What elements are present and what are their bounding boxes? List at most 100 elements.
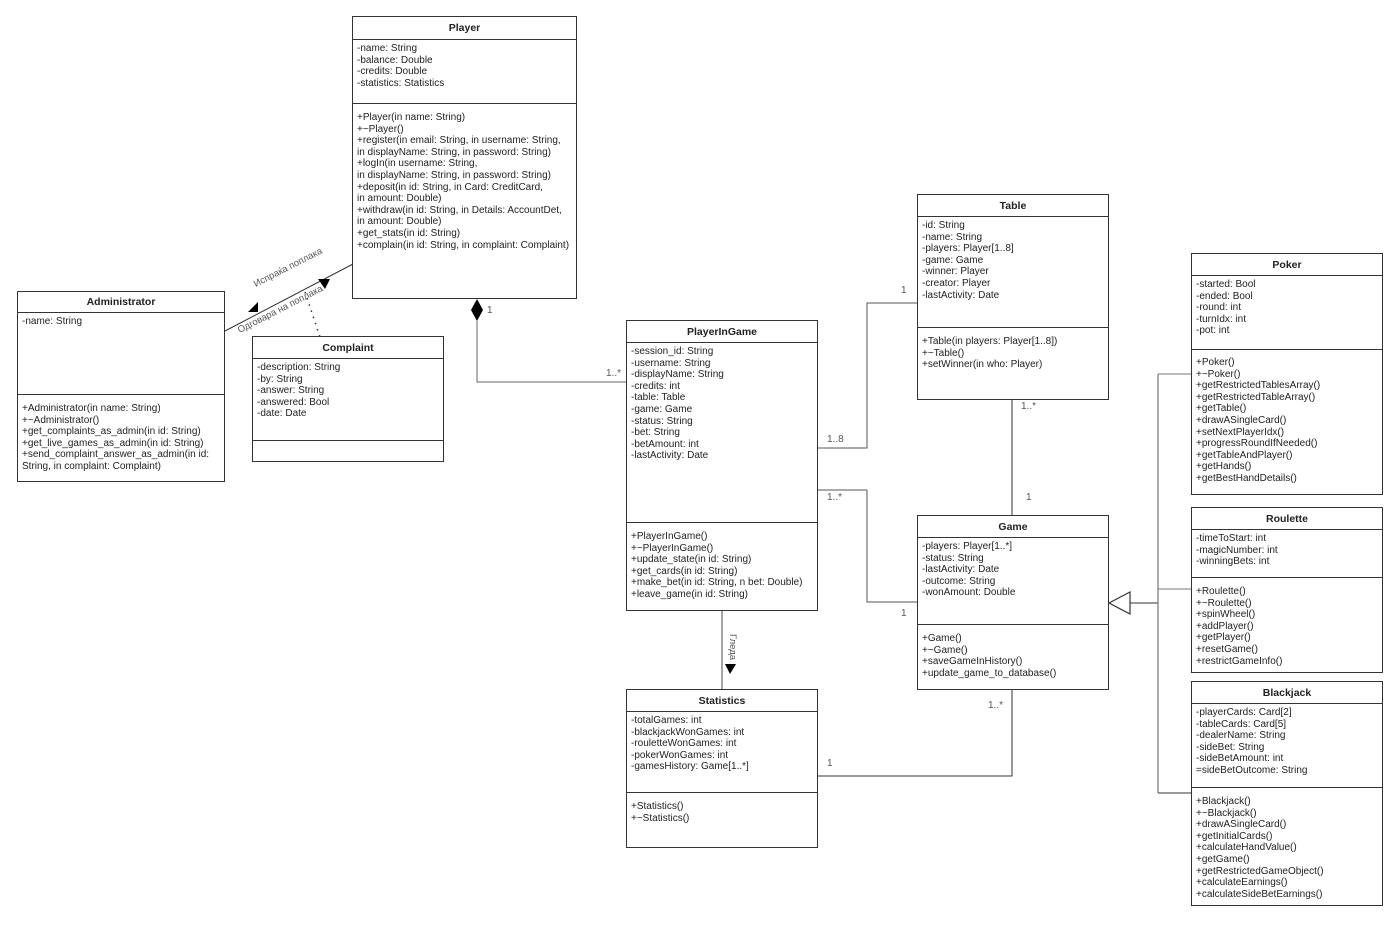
class-operation: +getTable() [1196,403,1247,415]
class-operation: +calculateEarnings() [1196,877,1288,889]
class-title: PlayerInGame [627,321,817,343]
class-title: Blackjack [1192,682,1382,704]
class-attribute: -answer: String [257,385,325,397]
class-statistics[interactable]: Statistics -totalGames: int-blackjackWon… [626,689,818,848]
class-operation: +getBestHandDetails() [1196,472,1297,484]
class-operation: +get_live_games_as_admin(in id: String) [22,437,204,449]
class-attributes: -timeToStart: int-magicNumber: int-winni… [1192,530,1382,578]
class-title: Poker [1192,254,1382,276]
composition-diamond-icon [471,299,483,321]
class-attribute: =sideBetOutcome: String [1196,764,1308,776]
class-attribute: -by: String [257,373,303,385]
class-table[interactable]: Table -id: String-name: String-players: … [917,194,1109,400]
class-title: Player [353,17,576,40]
class-attribute: -name: String [22,316,83,327]
class-operations: +Blackjack()+~Blackjack()+drawASingleCar… [1192,788,1382,903]
class-attribute: -status: String [922,552,984,564]
class-attribute: -credits: Double [357,66,428,78]
complaint-dependency [304,291,321,338]
class-operation: +getGame() [1196,853,1250,865]
class-attribute: -winner: Player [922,266,989,278]
class-operation: in displayName: String, in password: Str… [357,146,551,158]
class-operation: +~Table() [922,347,965,359]
class-operation: +update_state(in id: String) [631,554,752,566]
class-operation: +~Player() [357,123,404,135]
class-operation: +Roulette() [1196,586,1246,597]
multiplicity-label: 1..* [988,700,1004,711]
class-attributes: -session_id: String-username: String-dis… [627,343,817,523]
class-game[interactable]: Game -players: Player[1..*]-status: Stri… [917,515,1109,690]
class-operation: +drawASingleCard() [1196,414,1287,426]
class-attribute: -answered: Bool [257,396,330,408]
class-operation: +register(in email: String, in username:… [357,135,561,147]
class-operation: +getTableAndPlayer() [1196,449,1293,461]
class-attribute: -lastActivity: Date [631,450,709,462]
class-operation: +resetGame() [1196,643,1258,655]
class-administrator[interactable]: Administrator -name: String +Administrat… [17,291,225,482]
association-label-views: Гледа [727,634,738,661]
class-attributes: -playerCards: Card[2]-tableCards: Card[5… [1192,704,1382,788]
class-operation: +Administrator(in name: String) [22,403,161,414]
class-attribute: -displayName: String [631,369,724,381]
class-attribute: -date: Date [257,408,307,420]
class-operation: +get_complaints_as_admin(in id: String) [22,426,201,438]
class-operation: in amount: Double) [357,216,442,228]
class-operation: +addPlayer() [1196,620,1254,632]
class-operation: +restrictGameInfo() [1196,655,1283,667]
admin-player-association [224,263,354,332]
class-attribute: -turnIdx: int [1196,313,1247,325]
class-attribute: -creator: Player [922,277,991,289]
multiplicity-label: 1 [827,758,833,769]
class-attribute: -winningBets: int [1196,556,1270,568]
class-attribute: -name: String [922,231,983,243]
class-complaint[interactable]: Complaint -description: String-by: Strin… [252,336,444,462]
class-operation: +saveGameInHistory() [922,656,1023,668]
class-operations: +PlayerInGame()+~PlayerInGame()+update_s… [627,523,817,604]
class-poker[interactable]: Poker -started: Bool-ended: Bool-round: … [1191,253,1383,495]
class-operations: +Poker()+~Poker()+getRestrictedTablesArr… [1192,350,1382,488]
class-blackjack[interactable]: Blackjack -playerCards: Card[2]-tableCar… [1191,681,1383,906]
class-attribute: -outcome: String [922,575,996,587]
class-operation: +complain(in id: String, in complaint: C… [357,239,570,251]
class-attribute: -magicNumber: int [1196,544,1278,556]
class-attribute: -players: Player[1..8] [922,243,1014,255]
class-attribute: -table: Table [631,392,686,404]
class-attribute: -started: Bool [1196,279,1256,290]
arrow-down-icon [725,664,736,674]
class-player[interactable]: Player -name: String-balance: Double-cre… [352,16,577,299]
class-operation: +deposit(in id: String, in Card: CreditC… [357,181,543,193]
class-operation: +getInitialCards() [1196,830,1273,842]
class-operation: +~Poker() [1196,368,1241,380]
class-operation: +getHands() [1196,461,1252,473]
class-operation: +~PlayerInGame() [631,542,714,554]
class-roulette[interactable]: Roulette -timeToStart: int-magicNumber: … [1191,507,1383,673]
class-attribute: -sideBetAmount: int [1196,753,1284,765]
class-attribute: -totalGames: int [631,715,702,726]
class-attributes: -totalGames: int-blackjackWonGames: int-… [627,712,817,793]
class-title: Administrator [18,292,224,313]
class-operation: +~Roulette() [1196,597,1252,609]
class-operation: +Poker() [1196,357,1235,368]
class-attribute: -balance: Double [357,54,433,66]
class-attribute: -rouletteWonGames: int [631,738,737,750]
class-attribute: -timeToStart: int [1196,533,1267,544]
class-operation: +drawASingleCard() [1196,819,1287,831]
arrow-down-icon [318,279,330,289]
class-operation: +setNextPlayerIdx() [1196,426,1285,438]
class-operation: +Blackjack() [1196,796,1251,807]
class-attribute: -username: String [631,357,711,369]
class-attributes: -id: String-name: String-players: Player… [918,217,1108,328]
generalization-triangle-icon [1107,591,1131,615]
class-operations: +Game()+~Game()+saveGameInHistory()+upda… [918,625,1108,682]
class-player-in-game[interactable]: PlayerInGame -session_id: String-usernam… [626,320,818,611]
class-operations: +Table(in players: Player[1..8])+~Table(… [918,328,1108,374]
class-attribute: -status: String [631,415,693,427]
multiplicity-label: 1..8 [827,434,844,445]
class-operation: +progressRoundIfNeeded() [1196,438,1318,450]
class-attribute: -round: int [1196,302,1242,314]
multiplicity-label: 1 [901,608,907,619]
class-attributes: -players: Player[1..*]-status: String-la… [918,538,1108,625]
class-attribute: -game: Game [922,254,984,266]
class-operation: +~Game() [922,644,968,656]
